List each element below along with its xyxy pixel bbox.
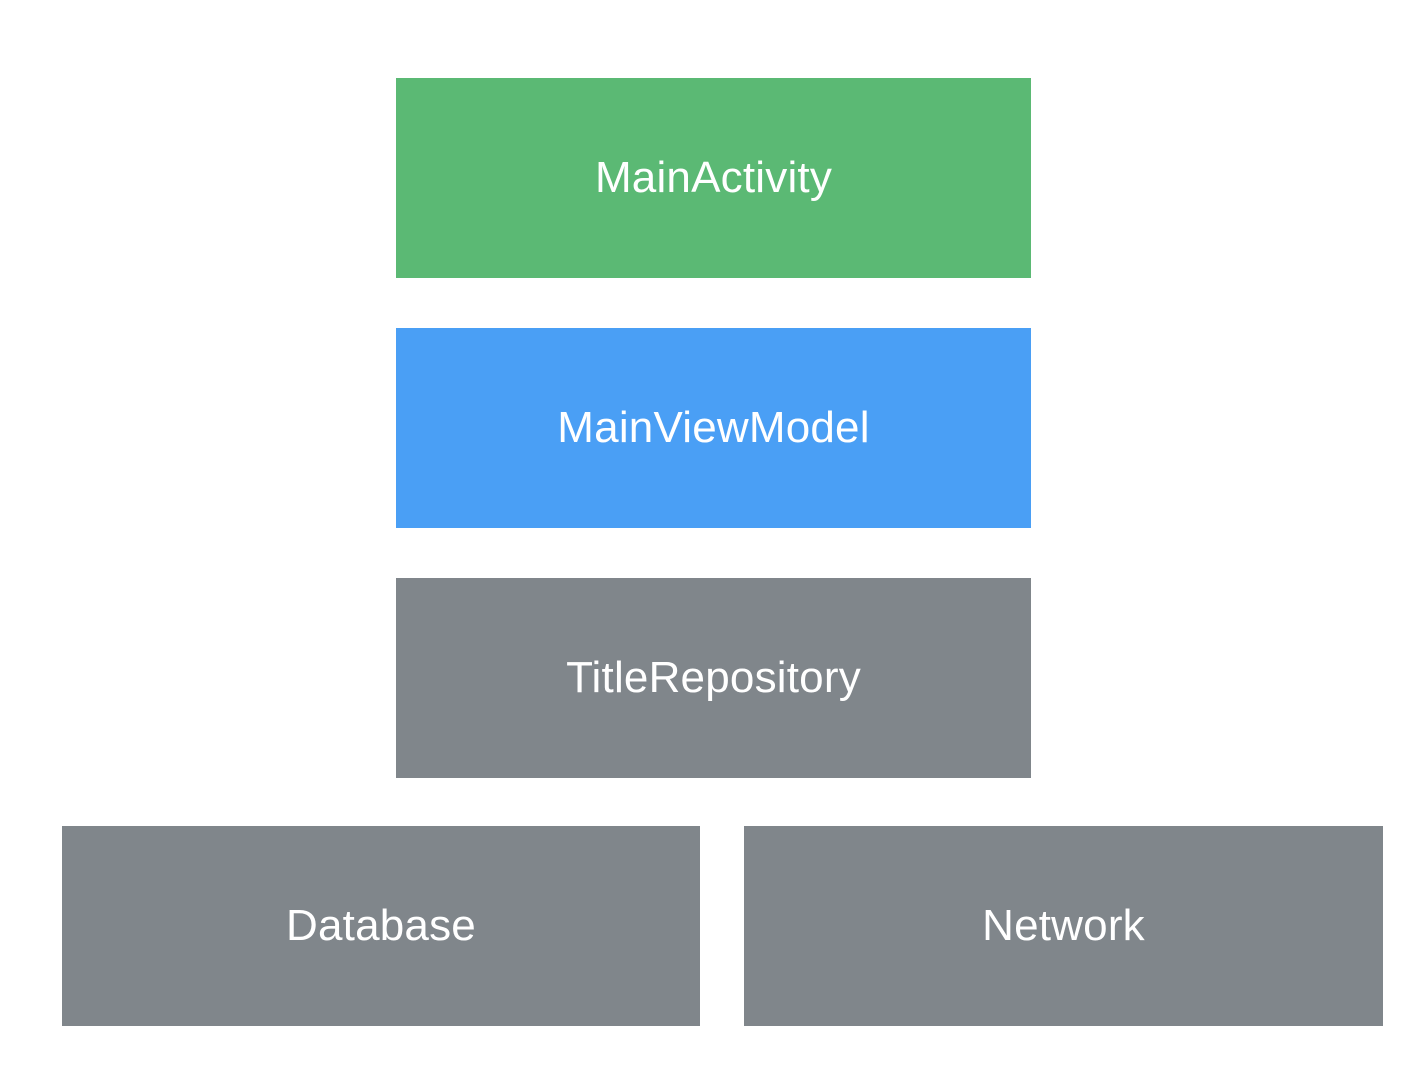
node-main-view-model-label: MainViewModel bbox=[557, 403, 870, 452]
node-database-label: Database bbox=[286, 901, 476, 950]
node-database[interactable]: Database bbox=[62, 826, 700, 1026]
node-title-repository[interactable]: TitleRepository bbox=[396, 578, 1031, 778]
node-title-repository-label: TitleRepository bbox=[566, 653, 861, 702]
node-main-activity-label: MainActivity bbox=[594, 153, 833, 202]
node-network[interactable]: Network bbox=[744, 826, 1383, 1026]
node-main-activity[interactable]: MainActivity bbox=[396, 78, 1031, 278]
node-main-view-model[interactable]: MainViewModel bbox=[396, 328, 1031, 528]
node-network-label: Network bbox=[982, 901, 1145, 950]
